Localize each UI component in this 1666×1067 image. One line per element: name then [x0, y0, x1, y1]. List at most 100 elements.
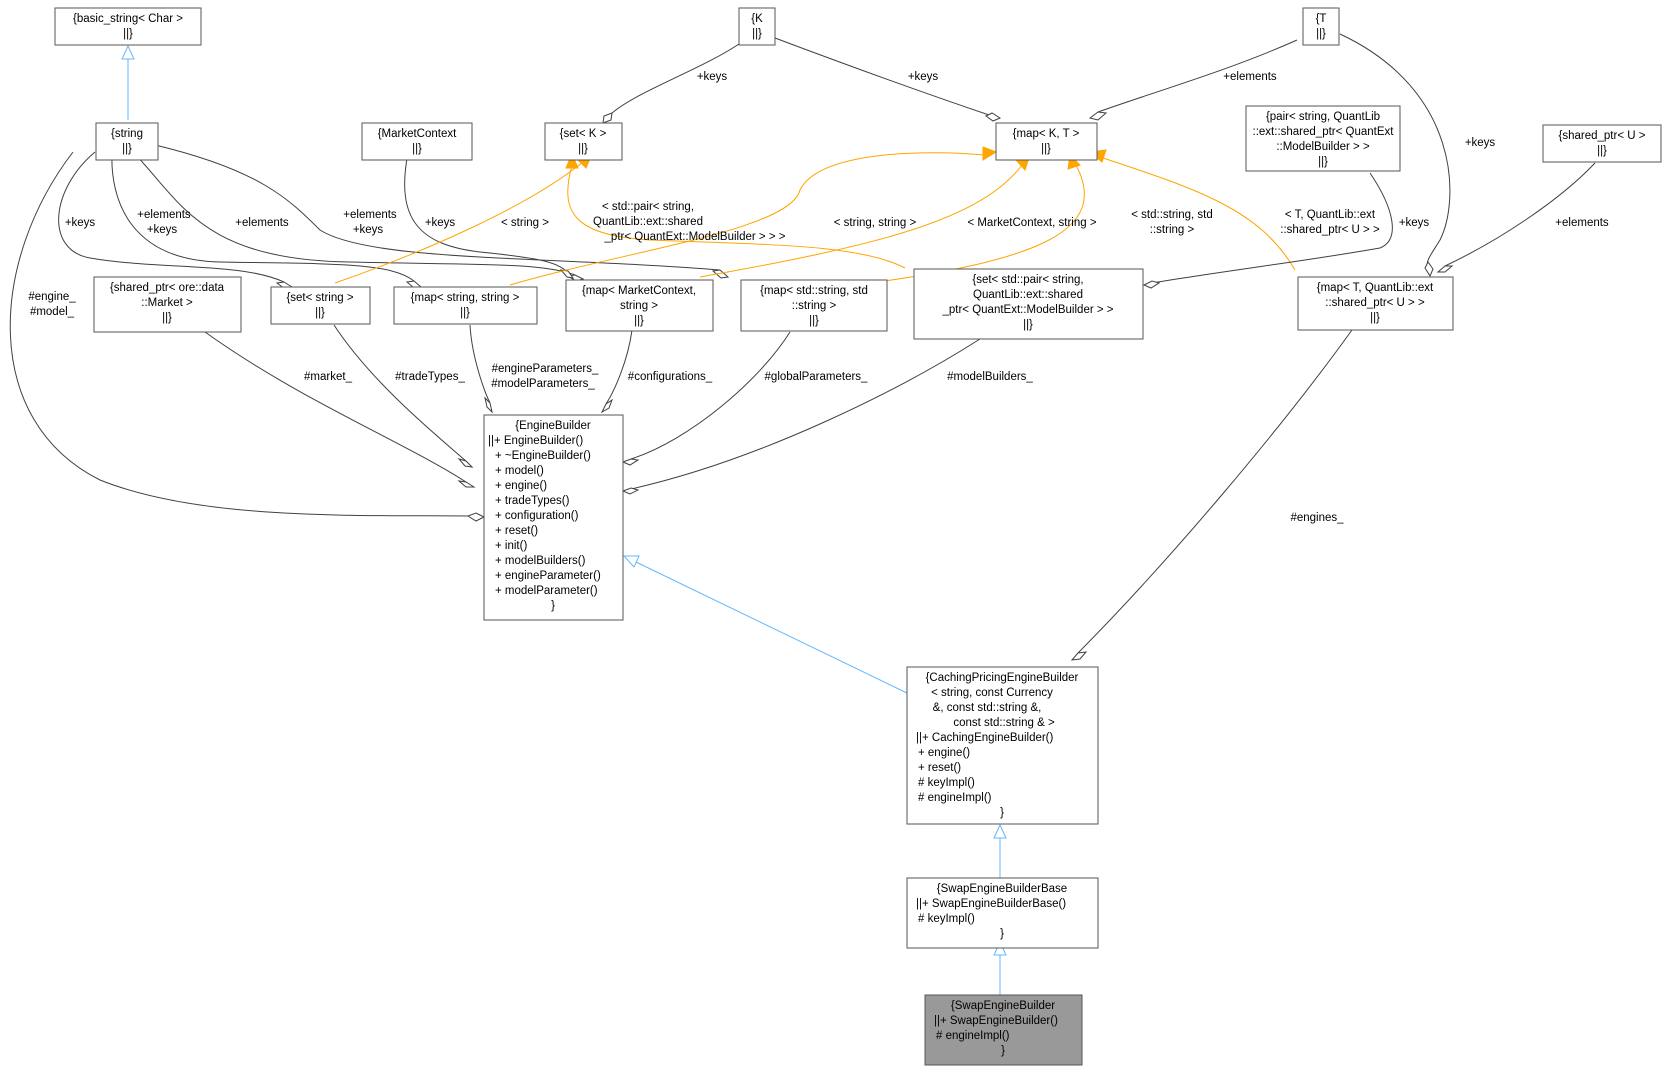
tpl-mapKT-mapT [1099, 156, 1296, 271]
node-line: ||} [162, 312, 172, 324]
node-line: {string [111, 128, 143, 140]
node-line: ||} [1318, 156, 1328, 168]
node-title: {EngineBuilder [515, 420, 591, 432]
edge-label: +keys [1399, 217, 1430, 229]
node-line: {K [751, 13, 763, 25]
class-node-map-std-string[interactable]: {map< std::string, std ::string > ||} [740, 279, 888, 332]
edge-label: #globalParameters_ [765, 371, 869, 383]
edge-market-engine [204, 331, 467, 483]
node-line: + reset() [918, 762, 961, 774]
node-line: ||+ SwapEngineBuilderBase() [916, 898, 1066, 910]
inherit-arrow-icon [622, 555, 640, 568]
tpl-mapKT-mapmc [699, 164, 1023, 278]
class-node-string[interactable]: {string ||} [95, 122, 159, 161]
class-node-K[interactable]: {K ||} [738, 7, 776, 46]
node-line: } [1000, 807, 1004, 819]
node-line: + reset() [495, 525, 538, 537]
class-node-set-K[interactable]: {set< K > ||} [544, 122, 623, 161]
class-node-set-pair[interactable]: {set< std::pair< string, QuantLib::ext::… [913, 268, 1144, 340]
node-line: {T [1316, 13, 1327, 25]
aggregation-diamond-icon [466, 512, 486, 522]
node-line: } [1000, 928, 1004, 940]
node-line: QuantLib::ext::shared [973, 289, 1083, 301]
node-line: + tradeTypes() [495, 495, 570, 507]
node-line: {MarketContext [378, 128, 457, 140]
class-node-SwapEngineBuilder[interactable]: {SwapEngineBuilder ||+ SwapEngineBuilder… [924, 994, 1083, 1066]
node-line: # keyImpl() [918, 777, 975, 789]
edge-label: +keys [65, 217, 96, 229]
aggregation-diamond-icon [457, 480, 476, 488]
node-line: {shared_ptr< ore::data [110, 282, 225, 294]
node-line: {map< string, string > [411, 292, 520, 304]
edge-k-map [774, 37, 993, 117]
node-line: ||} [1370, 312, 1380, 324]
node-line: # keyImpl() [918, 913, 975, 925]
node-line: ||} [809, 315, 819, 327]
node-line: ::ModelBuilder > > [1276, 141, 1370, 153]
edge-label: #model_ [30, 306, 75, 318]
node-line: ||} [752, 28, 762, 40]
edge-label: #configurations_ [628, 371, 713, 383]
class-node-map-T-shared[interactable]: {map< T, QuantLib::ext ::shared_ptr< U >… [1297, 276, 1454, 331]
node-line: {shared_ptr< U > [1559, 130, 1646, 142]
node-line: ||} [1316, 28, 1326, 40]
edge-string-mapstd [154, 144, 721, 271]
class-node-pair[interactable]: {pair< string, QuantLib ::ext::shared_pt… [1245, 105, 1401, 172]
edge-t-map [1097, 39, 1298, 113]
aggregation-diamond-icon [1424, 261, 1434, 278]
edge-mc-mapmc [404, 152, 571, 276]
class-node-shared-ptr-market[interactable]: {shared_ptr< ore::data ::Market > ||} [93, 276, 242, 333]
class-node-T[interactable]: {T ||} [1302, 7, 1340, 46]
edge-label: +keys [908, 71, 939, 83]
node-line: ||} [634, 315, 644, 327]
class-node-set-string[interactable]: {set< string > ||} [270, 286, 371, 325]
node-line: < string, const Currency [931, 687, 1053, 699]
class-node-map-string-string[interactable]: {map< string, string > ||} [393, 286, 538, 325]
edge-label: QuantLib::ext::shared [593, 216, 703, 228]
class-node-basic-string[interactable]: {basic_string< Char > ||} [54, 7, 202, 46]
node-line: {set< string > [286, 292, 353, 304]
class-node-EngineBuilder[interactable]: {EngineBuilder ||+ EngineBuilder() + ~En… [483, 414, 624, 621]
node-line: {SwapEngineBuilder [951, 1000, 1055, 1012]
node-line: + modelParameter() [495, 585, 598, 597]
node-line: {map< T, QuantLib::ext [1317, 282, 1434, 294]
class-node-CachingPricingEngineBuilder[interactable]: {CachingPricingEngineBuilder < string, c… [906, 666, 1099, 825]
edge-label: < MarketContext, string > [967, 217, 1096, 229]
node-line: ::ext::shared_ptr< QuantExt [1253, 126, 1395, 138]
inherit-caching-engine [635, 561, 908, 694]
edge-label: +elements [1555, 217, 1609, 229]
class-node-shared-ptr-U[interactable]: {shared_ptr< U > ||} [1542, 124, 1662, 163]
node-line: ||} [578, 143, 588, 155]
edge-string-engine [9, 151, 469, 517]
edge-label: ::string > [1150, 224, 1195, 236]
edge-label: < string, string > [834, 217, 917, 229]
node-line: } [551, 600, 555, 612]
aggregation-diamond-icon [985, 112, 1002, 122]
edge-label: #tradeTypes_ [395, 371, 465, 383]
node-line: + modelBuilders() [495, 555, 586, 567]
edge-label: +elements [343, 209, 397, 221]
edge-label: _ptr< QuantExt::ModelBuilder > > > [604, 231, 786, 243]
class-node-MarketContext[interactable]: {MarketContext ||} [361, 122, 473, 161]
edge-label: +keys [1465, 137, 1496, 149]
node-line: + ~EngineBuilder() [495, 450, 591, 462]
node-line: ||+ EngineBuilder() [488, 435, 583, 447]
class-node-map-K-T[interactable]: {map< K, T > ||} [995, 122, 1098, 161]
node-line: # engineImpl() [918, 792, 992, 804]
node-line: ::string > [792, 300, 837, 312]
aggregation-diamond-icon [621, 458, 640, 466]
node-line: {set< K > [560, 128, 607, 140]
edge-t-mapT [1339, 33, 1451, 269]
edge-label: #engines_ [1290, 512, 1344, 524]
node-line: + configuration() [495, 510, 579, 522]
aggregation-diamond-icon [1088, 111, 1108, 121]
edge-string-mapss [111, 151, 415, 282]
node-line: {pair< string, QuantLib [1266, 111, 1380, 123]
node-line: {map< MarketContext, [582, 285, 696, 297]
node-line: } [1001, 1045, 1005, 1057]
node-line: + model() [495, 465, 544, 477]
class-node-SwapEngineBuilderBase[interactable]: {SwapEngineBuilderBase ||+ SwapEngineBui… [906, 877, 1099, 949]
aggregation-diamond-icon [484, 396, 493, 414]
edge-label: #market_ [304, 371, 353, 383]
class-node-map-MarketContext[interactable]: {map< MarketContext, string > ||} [565, 279, 714, 332]
